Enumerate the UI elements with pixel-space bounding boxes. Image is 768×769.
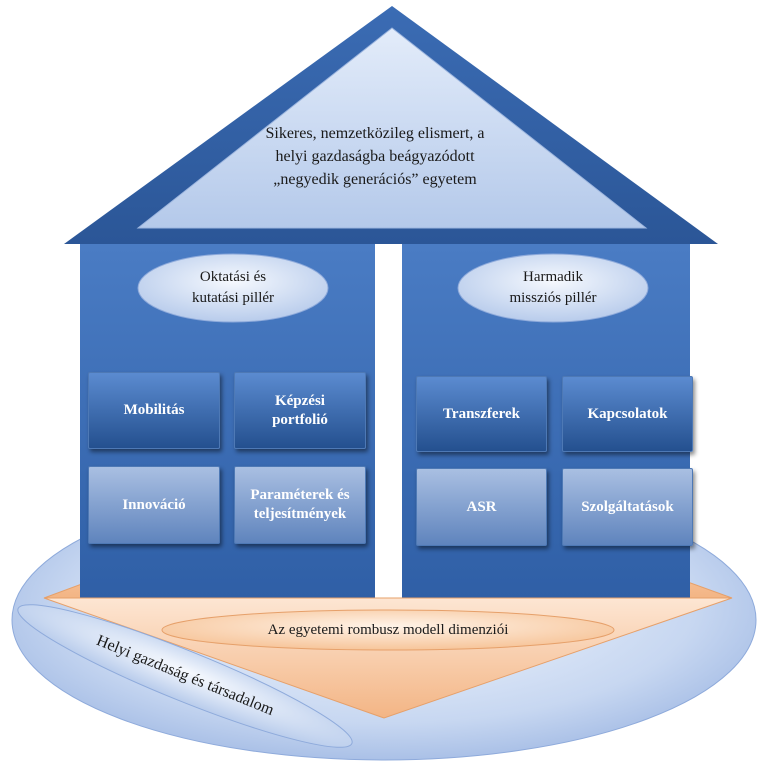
box-mobilitas-line1: Mobilitás <box>123 402 185 418</box>
box-transzferek: Transzferek <box>416 376 547 452</box>
box-parameterek-line2: teljesítmények <box>253 506 347 522</box>
right-pillar-title-line2: missziós pillér <box>509 290 597 306</box>
right-pillar-title: Harmadik missziós pillér <box>470 267 636 309</box>
roof-inner <box>136 27 648 229</box>
left-pillar-title: Oktatási és kutatási pillér <box>150 267 316 309</box>
box-innovacio-line1: Innováció <box>122 496 186 513</box>
box-kapcsolatok-line1: Kapcsolatok <box>587 405 668 422</box>
box-asr: ASR <box>416 468 547 546</box>
box-transzferek-line1: Transzferek <box>443 405 520 422</box>
center-column <box>375 244 402 599</box>
box-kepzesi-line1: Képzési <box>274 392 325 409</box>
box-asr-line1: ASR <box>466 498 497 515</box>
box-szolgaltatasok: Szolgáltatások <box>562 468 693 546</box>
left-pillar-title-line1: Oktatási és <box>199 269 267 285</box>
box-mobilitas: Mobilitás <box>88 372 220 449</box>
roof-text: Sikeres, nemzetközileg elismert, a helyi… <box>265 125 485 188</box>
society-oval <box>17 604 353 748</box>
box-kapcsolatok: Kapcsolatok <box>562 376 693 452</box>
box-kepzesi-line2: portfolió <box>272 411 328 428</box>
box-innovacio: Innováció <box>88 466 220 544</box>
box-parameterek: Paraméterek és teljesítmények <box>234 466 366 544</box>
box-szolgaltatasok-line1: Szolgáltatások <box>581 498 674 515</box>
left-pillar-title-line2: kutatási pillér <box>191 290 275 306</box>
box-kepzesi-portfolio: Képzési portfolió <box>234 372 366 449</box>
rhombus-label-oval <box>161 609 615 651</box>
left-pillar-oval <box>137 253 329 323</box>
right-pillar-oval <box>457 253 649 323</box>
rhombus-label: Az egyetemi rombusz modell dimenziói <box>267 622 509 638</box>
right-pillar-title-line1: Harmadik <box>523 269 583 285</box>
box-parameterek-line1: Paraméterek és <box>250 487 350 503</box>
